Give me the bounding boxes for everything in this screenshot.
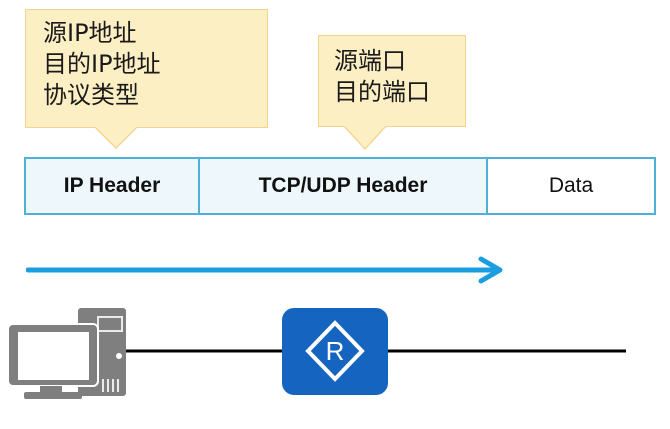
router-icon[interactable]: R	[282, 308, 388, 395]
packet-structure: IP Header TCP/UDP Header Data	[24, 157, 656, 215]
callout-line: 协议类型	[43, 81, 139, 109]
direction-arrow-icon	[26, 256, 503, 284]
pc-icon[interactable]	[7, 308, 126, 399]
callout-line: 源IP地址	[43, 19, 137, 47]
network-topology: R	[7, 308, 626, 399]
ip-header-callout: 源IP地址 目的IP地址 协议类型	[25, 9, 268, 149]
arrow-head	[478, 256, 503, 284]
ip-header-segment: IP Header	[26, 159, 200, 213]
router-label: R	[326, 336, 345, 366]
data-segment: Data	[488, 159, 654, 213]
callout-line: 目的端口	[334, 78, 430, 106]
callout-line: 目的IP地址	[43, 50, 161, 78]
callout-pointer-fill	[95, 126, 137, 147]
callout-line: 源端口	[334, 47, 406, 75]
tcp-header-callout: 源端口 目的端口	[318, 35, 466, 150]
tcp-udp-header-segment: TCP/UDP Header	[200, 159, 488, 213]
callout-pointer-fill	[344, 125, 386, 148]
